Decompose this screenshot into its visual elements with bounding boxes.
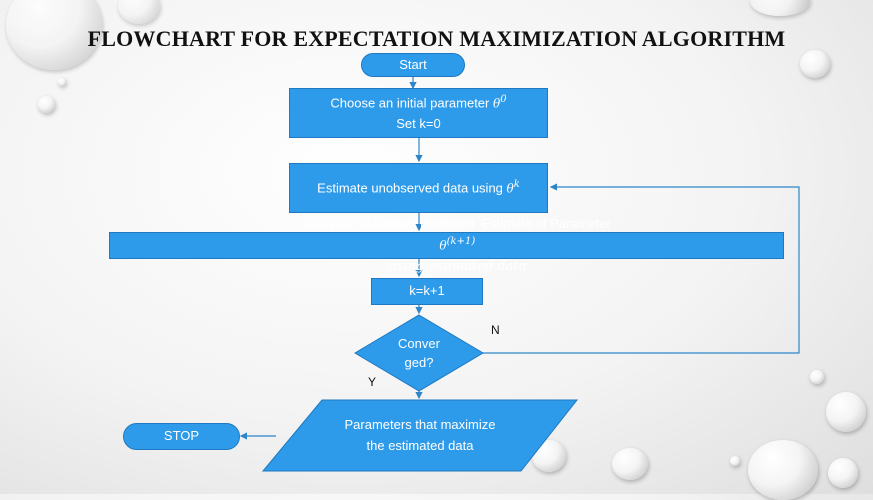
compute-tail: using estimated data	[388, 258, 527, 274]
arrow-no-loop-back	[483, 183, 800, 354]
stop-terminal: STOP	[123, 423, 240, 450]
water-drop-decoration	[730, 456, 740, 466]
decision-label: Conver ged?	[375, 330, 463, 376]
water-drop-decoration	[38, 96, 55, 113]
water-drop-decoration	[748, 440, 818, 500]
decision-diamond	[354, 314, 484, 392]
init-step-box: Choose an initial parameter θ0 Set k=0	[289, 88, 548, 138]
water-drop-decoration	[810, 370, 824, 384]
estimate-text: Estimate unobserved data using	[317, 180, 503, 196]
stop-label: STOP	[163, 428, 200, 444]
compute-line: Compute Maximum likelihood Estimate of P…	[282, 194, 611, 297]
output-line-2: the estimated data	[366, 438, 474, 453]
compute-text: Compute Maximum likelihood Estimate of P…	[303, 216, 611, 232]
start-terminal: Start	[361, 53, 465, 77]
output-label: Parameters that maximize the estimated d…	[300, 414, 540, 458]
estimate-theta: θ	[506, 181, 514, 196]
estimate-theta-sup: k	[513, 179, 520, 191]
init-theta: θ	[493, 96, 501, 111]
init-line-2: Set k=0	[396, 115, 441, 131]
increment-step-box: k=k+1	[371, 278, 483, 305]
start-label: Start	[399, 56, 427, 72]
init-theta-sup: 0	[500, 94, 507, 106]
increment-label: k=k+1	[409, 283, 445, 299]
page-title: FLOWCHART FOR EXPECTATION MAXIMIZATION A…	[87, 26, 786, 51]
output-line-1: Parameters that maximize	[344, 417, 496, 433]
water-drop-decoration	[58, 78, 66, 86]
compute-step-box: Compute Maximum likelihood Estimate of P…	[109, 216, 784, 274]
yes-edge-label: Y	[368, 375, 377, 389]
water-drop-decoration	[750, 0, 810, 16]
water-drop-decoration	[826, 392, 866, 432]
water-drop-decoration	[612, 448, 648, 480]
decision-line-2: ged?	[404, 355, 434, 370]
compute-theta-sup: (k+1)	[446, 236, 476, 248]
water-drop-decoration	[828, 458, 858, 488]
estimate-step-box: Estimate unobserved data using θk	[289, 163, 548, 213]
decision-line-1: Conver	[398, 335, 440, 351]
no-edge-label: N	[491, 323, 500, 337]
compute-theta: θ	[439, 238, 447, 253]
estimate-line: Estimate unobserved data using θk	[317, 177, 520, 198]
water-drop-decoration	[800, 50, 830, 78]
output-parallelogram	[261, 399, 579, 472]
init-text: Choose an initial parameter	[330, 95, 490, 111]
init-line-1: Choose an initial parameter θ0	[330, 92, 506, 113]
water-drop-decoration	[6, 0, 102, 70]
